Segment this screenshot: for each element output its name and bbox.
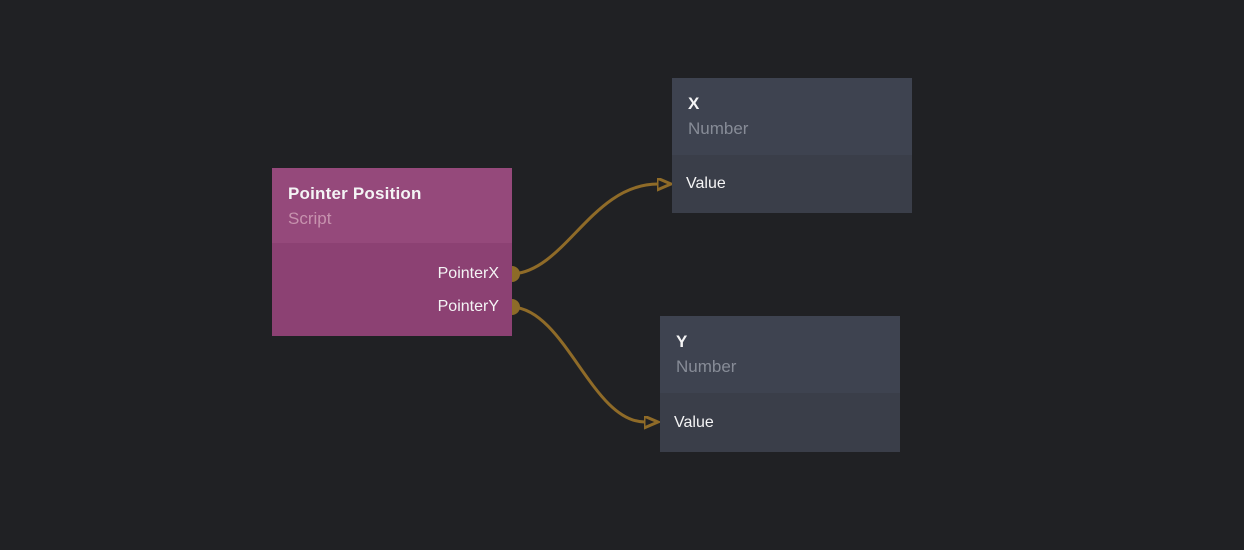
node-pointer-position-header[interactable]: Pointer Position Script [272,168,512,243]
wire-pointerx-to-x-value[interactable] [512,184,658,276]
node-subtitle: Number [688,119,749,138]
node-y[interactable]: Y Number Value [660,316,900,452]
input-row-value[interactable]: Value [672,168,912,201]
node-title: Y [676,332,688,351]
output-row-pointerx[interactable]: PointerX [272,257,512,290]
node-pointer-position-body: PointerX PointerY [272,243,512,336]
input-label: Value [686,175,726,192]
node-title: Pointer Position [288,184,422,203]
node-x-header[interactable]: X Number [672,78,912,155]
node-subtitle: Script [288,209,332,228]
output-row-pointery[interactable]: PointerY [272,290,512,323]
node-x[interactable]: X Number Value [672,78,912,213]
node-subtitle: Number [676,357,737,376]
input-row-value[interactable]: Value [660,406,900,439]
node-y-header[interactable]: Y Number [660,316,900,393]
node-y-body: Value [660,393,900,452]
node-title: X [688,94,700,113]
input-label: Value [674,413,714,431]
output-label: PointerX [437,264,499,282]
node-x-body: Value [672,155,912,213]
wire-pointery-to-y-value[interactable] [512,305,645,422]
node-pointer-position[interactable]: Pointer Position Script PointerX Pointer… [272,168,512,336]
output-label: PointerY [437,297,499,315]
